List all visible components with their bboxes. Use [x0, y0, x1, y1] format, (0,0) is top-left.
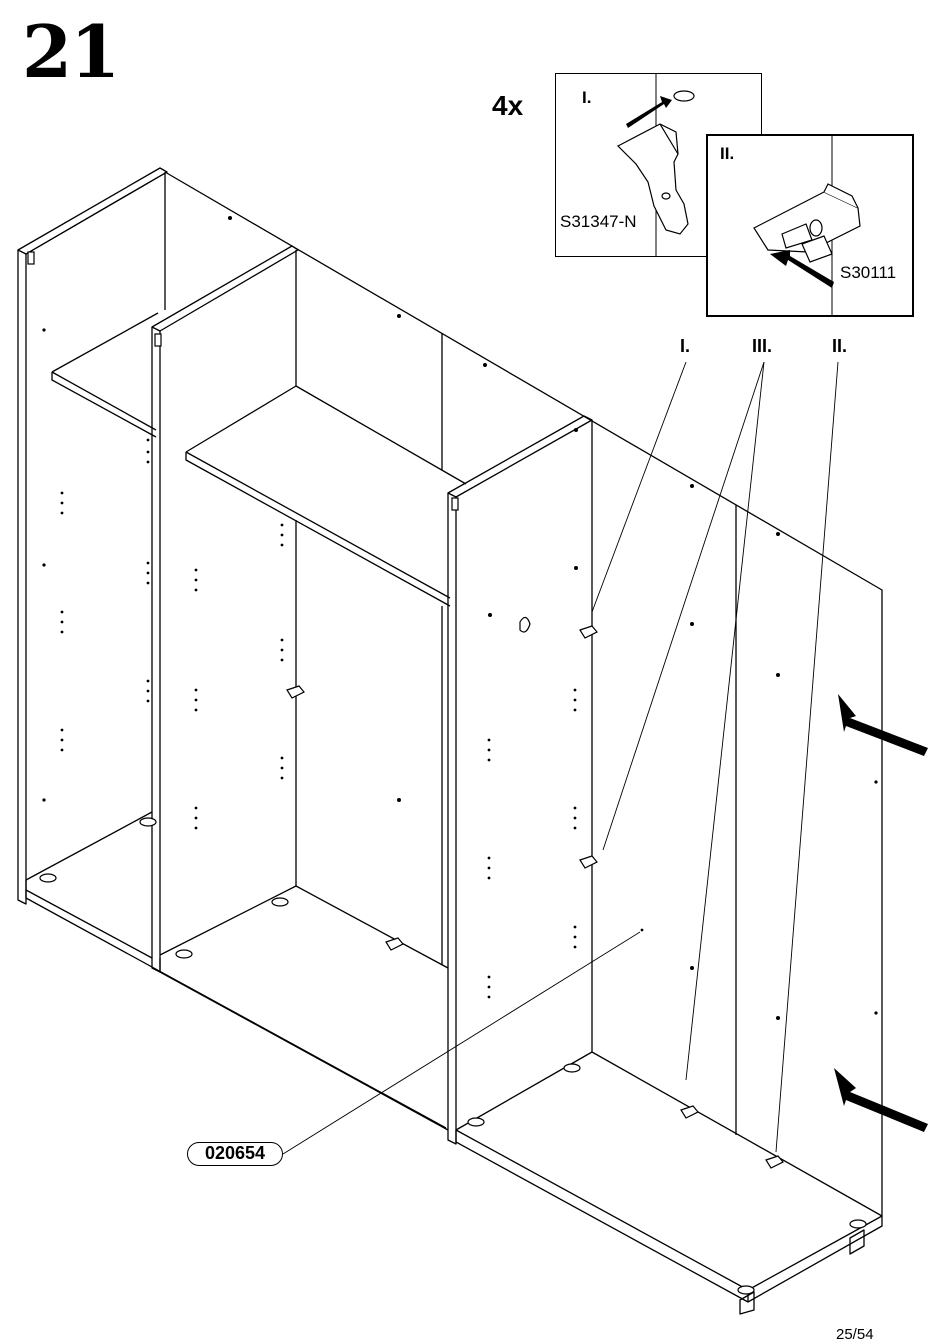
panel-one-roman: I.	[582, 88, 591, 108]
detail-panel-two: II. S30111	[706, 134, 914, 317]
panel-two-part-code: S30111	[840, 263, 896, 283]
part-id-badge: 020654	[187, 1142, 283, 1166]
panel-two-roman: II.	[720, 144, 734, 164]
step-number: 21	[22, 16, 118, 88]
quantity-label: 4x	[492, 90, 523, 122]
callout-one: I.	[680, 336, 690, 357]
panel-one-part-code: S31347-N	[560, 212, 637, 232]
screw-fitting-illustration	[708, 136, 912, 315]
callout-two: II.	[832, 336, 847, 357]
callout-three: III.	[752, 336, 772, 357]
page-number: 25/54	[836, 1326, 874, 1343]
